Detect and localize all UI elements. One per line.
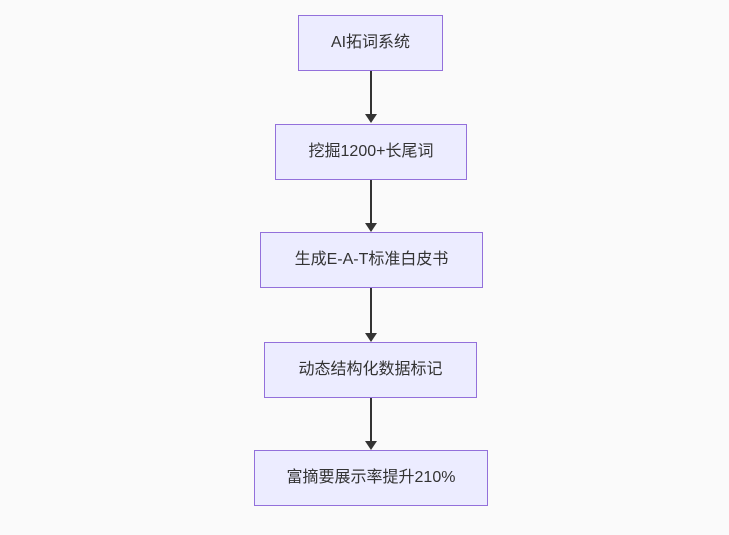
arrowhead-icon — [364, 223, 377, 232]
arrow-n3-n4 — [364, 288, 377, 342]
node-longtail-keywords: 挖掘1200+长尾词 — [275, 124, 467, 180]
arrowhead-icon — [364, 333, 377, 342]
node-structured-data-markup: 动态结构化数据标记 — [264, 342, 477, 398]
arrow-line — [369, 398, 372, 442]
arrowhead-icon — [364, 441, 377, 450]
arrow-line — [369, 180, 372, 224]
arrow-n4-n5 — [364, 398, 377, 450]
node-rich-snippet-rate: 富摘要展示率提升210% — [254, 450, 488, 506]
node-label: 动态结构化数据标记 — [298, 361, 443, 379]
node-label: 富摘要展示率提升210% — [286, 469, 456, 487]
node-label: 生成E-A-T标准白皮书 — [294, 251, 449, 269]
arrow-n1-n2 — [364, 71, 377, 123]
arrow-line — [369, 71, 372, 115]
node-label: 挖掘1200+长尾词 — [308, 143, 434, 161]
arrowhead-icon — [364, 114, 377, 123]
node-ai-expansion-system: AI拓词系统 — [298, 15, 443, 71]
node-eat-whitepaper: 生成E-A-T标准白皮书 — [260, 232, 483, 288]
node-label: AI拓词系统 — [330, 34, 411, 52]
arrow-n2-n3 — [364, 180, 377, 232]
arrow-line — [369, 288, 372, 334]
